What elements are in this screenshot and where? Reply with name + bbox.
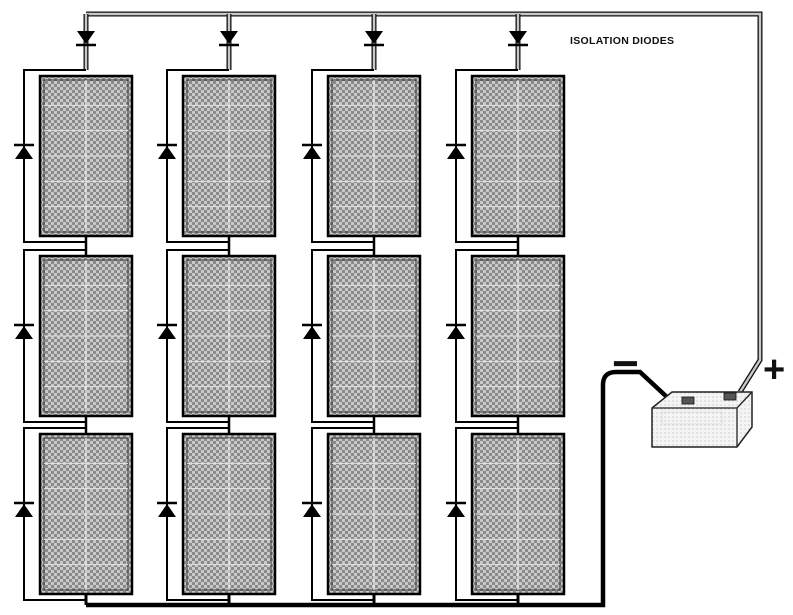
- bypass-diode: [15, 504, 33, 517]
- positive-sign: +: [763, 349, 786, 391]
- negative-terminal: [681, 396, 695, 405]
- battery: [651, 391, 753, 448]
- bypass-diode: [447, 504, 465, 517]
- bypass-diode: [158, 326, 176, 339]
- negative-sign: −: [612, 337, 639, 389]
- bypass-diode: [303, 504, 321, 517]
- negative-bus-wire: [86, 369, 670, 608]
- isolation-diodes-label: ISOLATION DIODES: [570, 35, 675, 47]
- positive-terminal: [723, 392, 737, 401]
- bypass-diode: [303, 146, 321, 159]
- bypass-diode: [447, 146, 465, 159]
- bypass-diode: [158, 504, 176, 517]
- bypass-diode: [158, 146, 176, 159]
- bypass-diode: [303, 326, 321, 339]
- isolation-diode: [77, 31, 95, 44]
- isolation-diode: [220, 31, 238, 44]
- bypass-diode: [15, 146, 33, 159]
- isolation-diode: [509, 31, 527, 44]
- bypass-diode: [447, 326, 465, 339]
- isolation-diode: [365, 31, 383, 44]
- bypass-diode: [15, 326, 33, 339]
